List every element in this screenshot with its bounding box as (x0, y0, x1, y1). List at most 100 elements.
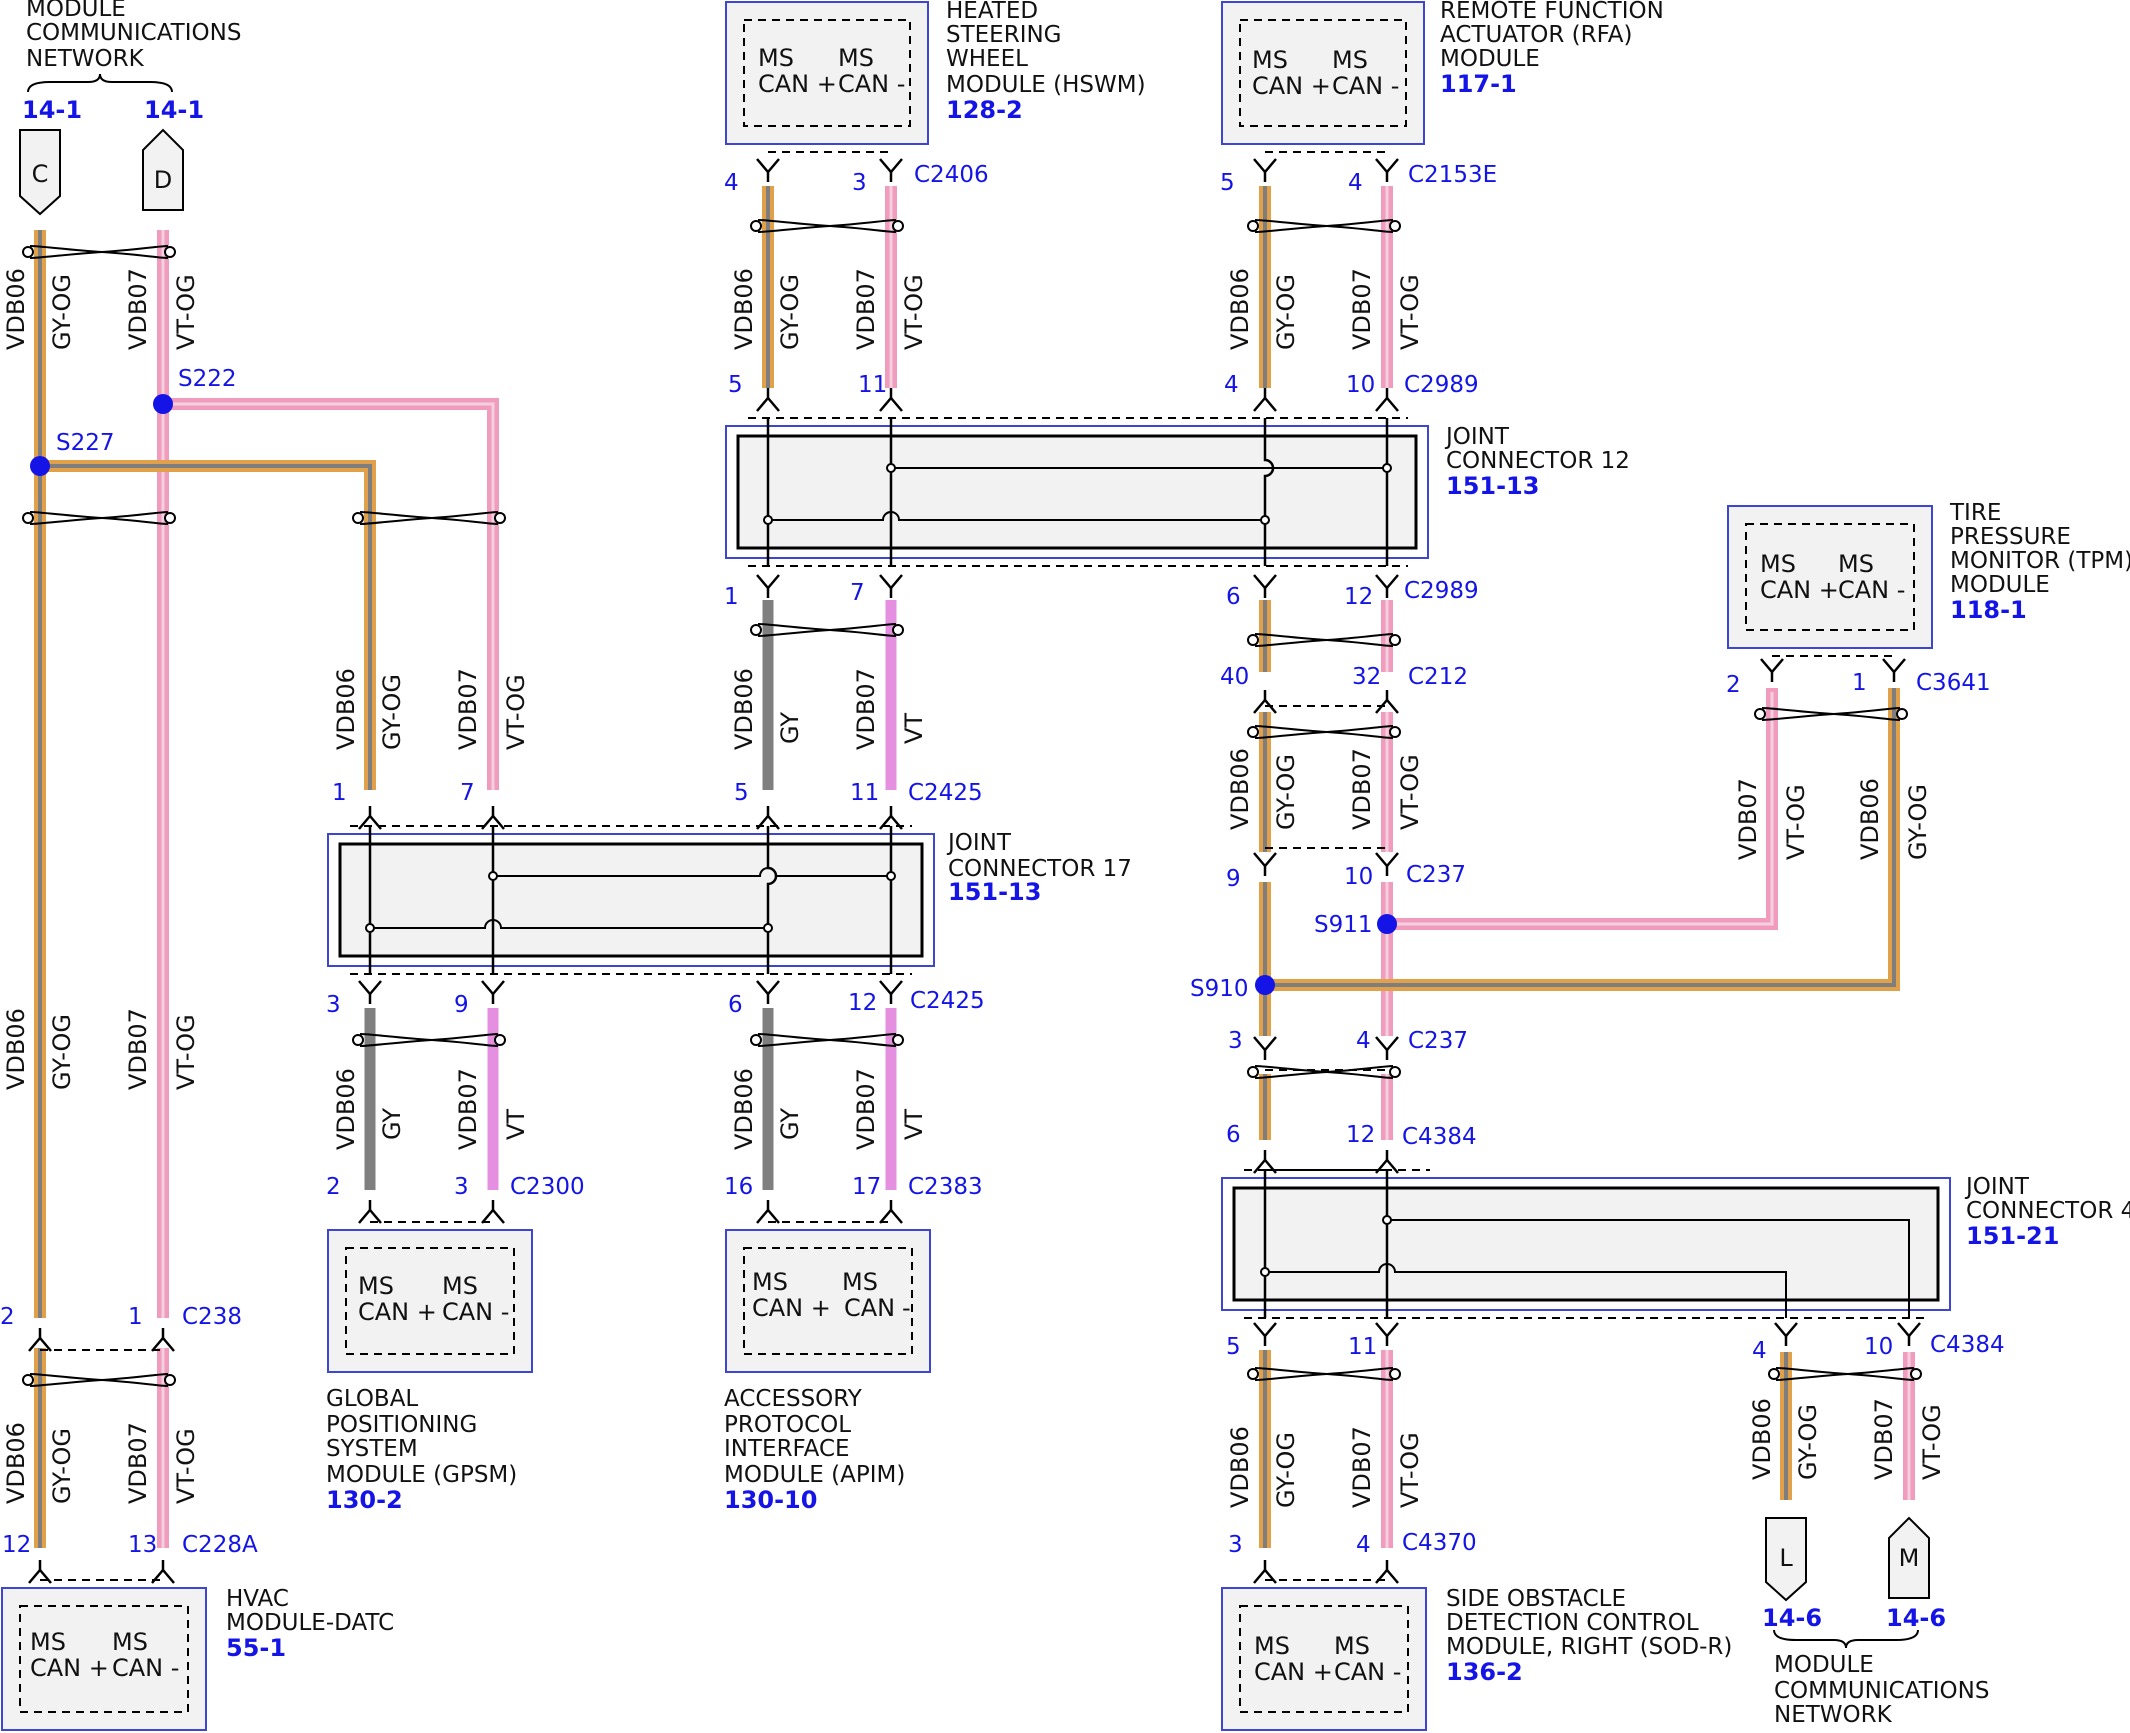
pin-number: 32 (1352, 664, 1381, 690)
hswm-ref[interactable]: 128-2 (946, 96, 1023, 124)
connector-d-shape: D (142, 128, 184, 211)
can-minus-label: CAN - (1838, 576, 1905, 604)
splice-label: S222 (178, 366, 237, 392)
network-title-line: MODULE (1774, 1652, 1874, 1678)
pin-number: 4 (724, 170, 739, 196)
hvac-title-line: HVAC (226, 1586, 289, 1612)
jc4-ref[interactable]: 151-21 (1966, 1222, 2059, 1250)
connector-label: C2153E (1408, 162, 1497, 188)
circuit-label: VDB06 (1856, 778, 1884, 860)
pin-number: 3 (852, 170, 867, 196)
apim-title-line: ACCESSORY (724, 1386, 863, 1412)
rfa-ref[interactable]: 117-1 (1440, 70, 1517, 98)
circuit-label: VT (502, 1109, 530, 1140)
jc12-title-line: CONNECTOR 12 (1446, 448, 1630, 474)
network-title-line: NETWORK (26, 46, 145, 72)
pin-number: 10 (1864, 1334, 1893, 1360)
can-ms-label: MS (1332, 46, 1368, 74)
connector-label: C4370 (1402, 1530, 1477, 1556)
circuit-label: VT-OG (502, 674, 530, 750)
jc17-ref[interactable]: 151-13 (948, 878, 1041, 906)
circuit-label: VDB07 (1348, 748, 1376, 830)
connector-label: C3641 (1916, 670, 1991, 696)
twist-mark (1247, 1065, 1401, 1079)
circuit-label: VT-OG (1782, 784, 1810, 860)
splice-label: S911 (1314, 912, 1373, 938)
conn-d-label: D (154, 166, 172, 194)
pin-number: 9 (1226, 866, 1241, 892)
hvac-title-line: MODULE-DATC (226, 1610, 394, 1636)
pin-number: 5 (728, 372, 743, 398)
tpm-title-line: MONITOR (TPM) (1950, 548, 2130, 574)
connector-bars (40, 151, 1894, 1581)
hswm-title-line: STEERING (946, 22, 1062, 48)
tpm-ref[interactable]: 118-1 (1950, 596, 2027, 624)
circuit-label: VDB06 (730, 668, 758, 750)
can-minus-label: CAN - (838, 70, 905, 98)
pin-number: 12 (2, 1532, 31, 1558)
conn-l-label: L (1779, 1544, 1793, 1572)
pin-number: 4 (1752, 1338, 1767, 1364)
jc17-title-line: JOINT (946, 830, 1012, 856)
svg-text:-: - (902, 1294, 911, 1322)
circuit-label: VT-OG (1918, 1404, 1946, 1480)
gpsm-title-line: POSITIONING (326, 1412, 477, 1438)
sodr-title-line: SIDE OBSTACLE (1446, 1586, 1626, 1612)
pin-number: 13 (128, 1532, 157, 1558)
ref-d[interactable]: 14-1 (144, 96, 204, 124)
circuit-label: GY-OG (776, 274, 804, 350)
can-ms-label: MS (358, 1272, 394, 1300)
connector-label: C2383 (908, 1174, 983, 1200)
circuit-label: VDB06 (2, 268, 30, 350)
can-ms-label: MS (1252, 46, 1288, 74)
apim-ref[interactable]: 130-10 (724, 1486, 817, 1514)
pin-number: 12 (848, 990, 877, 1016)
circuit-label: VDB06 (730, 1068, 758, 1150)
hvac-ref[interactable]: 55-1 (226, 1634, 286, 1662)
joint-connector-17 (327, 825, 935, 975)
twist-mark (750, 623, 904, 637)
tpm-title-line: TIRE (1949, 500, 2001, 526)
circuit-label: VDB06 (2, 1008, 30, 1090)
wires (34, 186, 1915, 1548)
gpsm-title-line: GLOBAL (326, 1386, 418, 1412)
can-ms-label: MS (1334, 1632, 1370, 1660)
ref-m[interactable]: 14-6 (1886, 1604, 1946, 1632)
splice-s911 (1377, 914, 1397, 934)
circuit-label: VDB07 (454, 668, 482, 750)
ref-l[interactable]: 14-6 (1762, 1604, 1822, 1632)
pin-number: 12 (1344, 584, 1373, 610)
circuit-label: GY-OG (1272, 754, 1300, 830)
connector-label: C238 (182, 1304, 242, 1330)
twist-mark (352, 1033, 506, 1047)
circuit-label: GY-OG (48, 274, 76, 350)
pin-number: 3 (454, 1174, 469, 1200)
pin-number: 11 (850, 780, 879, 806)
pin-number: 10 (1346, 372, 1375, 398)
circuit-label: VDB06 (332, 1068, 360, 1150)
circuit-label: GY-OG (1904, 784, 1932, 860)
pin-number: 11 (858, 372, 887, 398)
circuit-label: VT (900, 1109, 928, 1140)
connector-label: C2989 (1404, 578, 1479, 604)
circuit-label: GY-OG (378, 674, 406, 750)
circuit-label: GY-OG (1272, 274, 1300, 350)
gpsm-ref[interactable]: 130-2 (326, 1486, 403, 1514)
splice-s227 (30, 456, 50, 476)
can-minus-label: CAN - (1334, 1658, 1401, 1686)
jc17-title-line: CONNECTOR 17 (948, 856, 1132, 882)
sodr-ref[interactable]: 136-2 (1446, 1658, 1523, 1686)
circuit-label: VDB06 (1226, 1426, 1254, 1508)
can-ms-label: MS (1838, 550, 1874, 578)
module-box-gpsm: MS MS CAN + CAN - (327, 1229, 533, 1373)
can-ms-label: MS (1254, 1632, 1290, 1660)
can-ms-label: MS (842, 1268, 878, 1296)
circuit-label: VDB07 (1348, 268, 1376, 350)
pin-number: 6 (1226, 1122, 1241, 1148)
splice-s910 (1255, 975, 1275, 995)
jc12-ref[interactable]: 151-13 (1446, 472, 1539, 500)
jc4-title-line: CONNECTOR 4 (1966, 1198, 2130, 1224)
ref-c[interactable]: 14-1 (22, 96, 82, 124)
rfa-title-line: MODULE (1440, 46, 1540, 72)
